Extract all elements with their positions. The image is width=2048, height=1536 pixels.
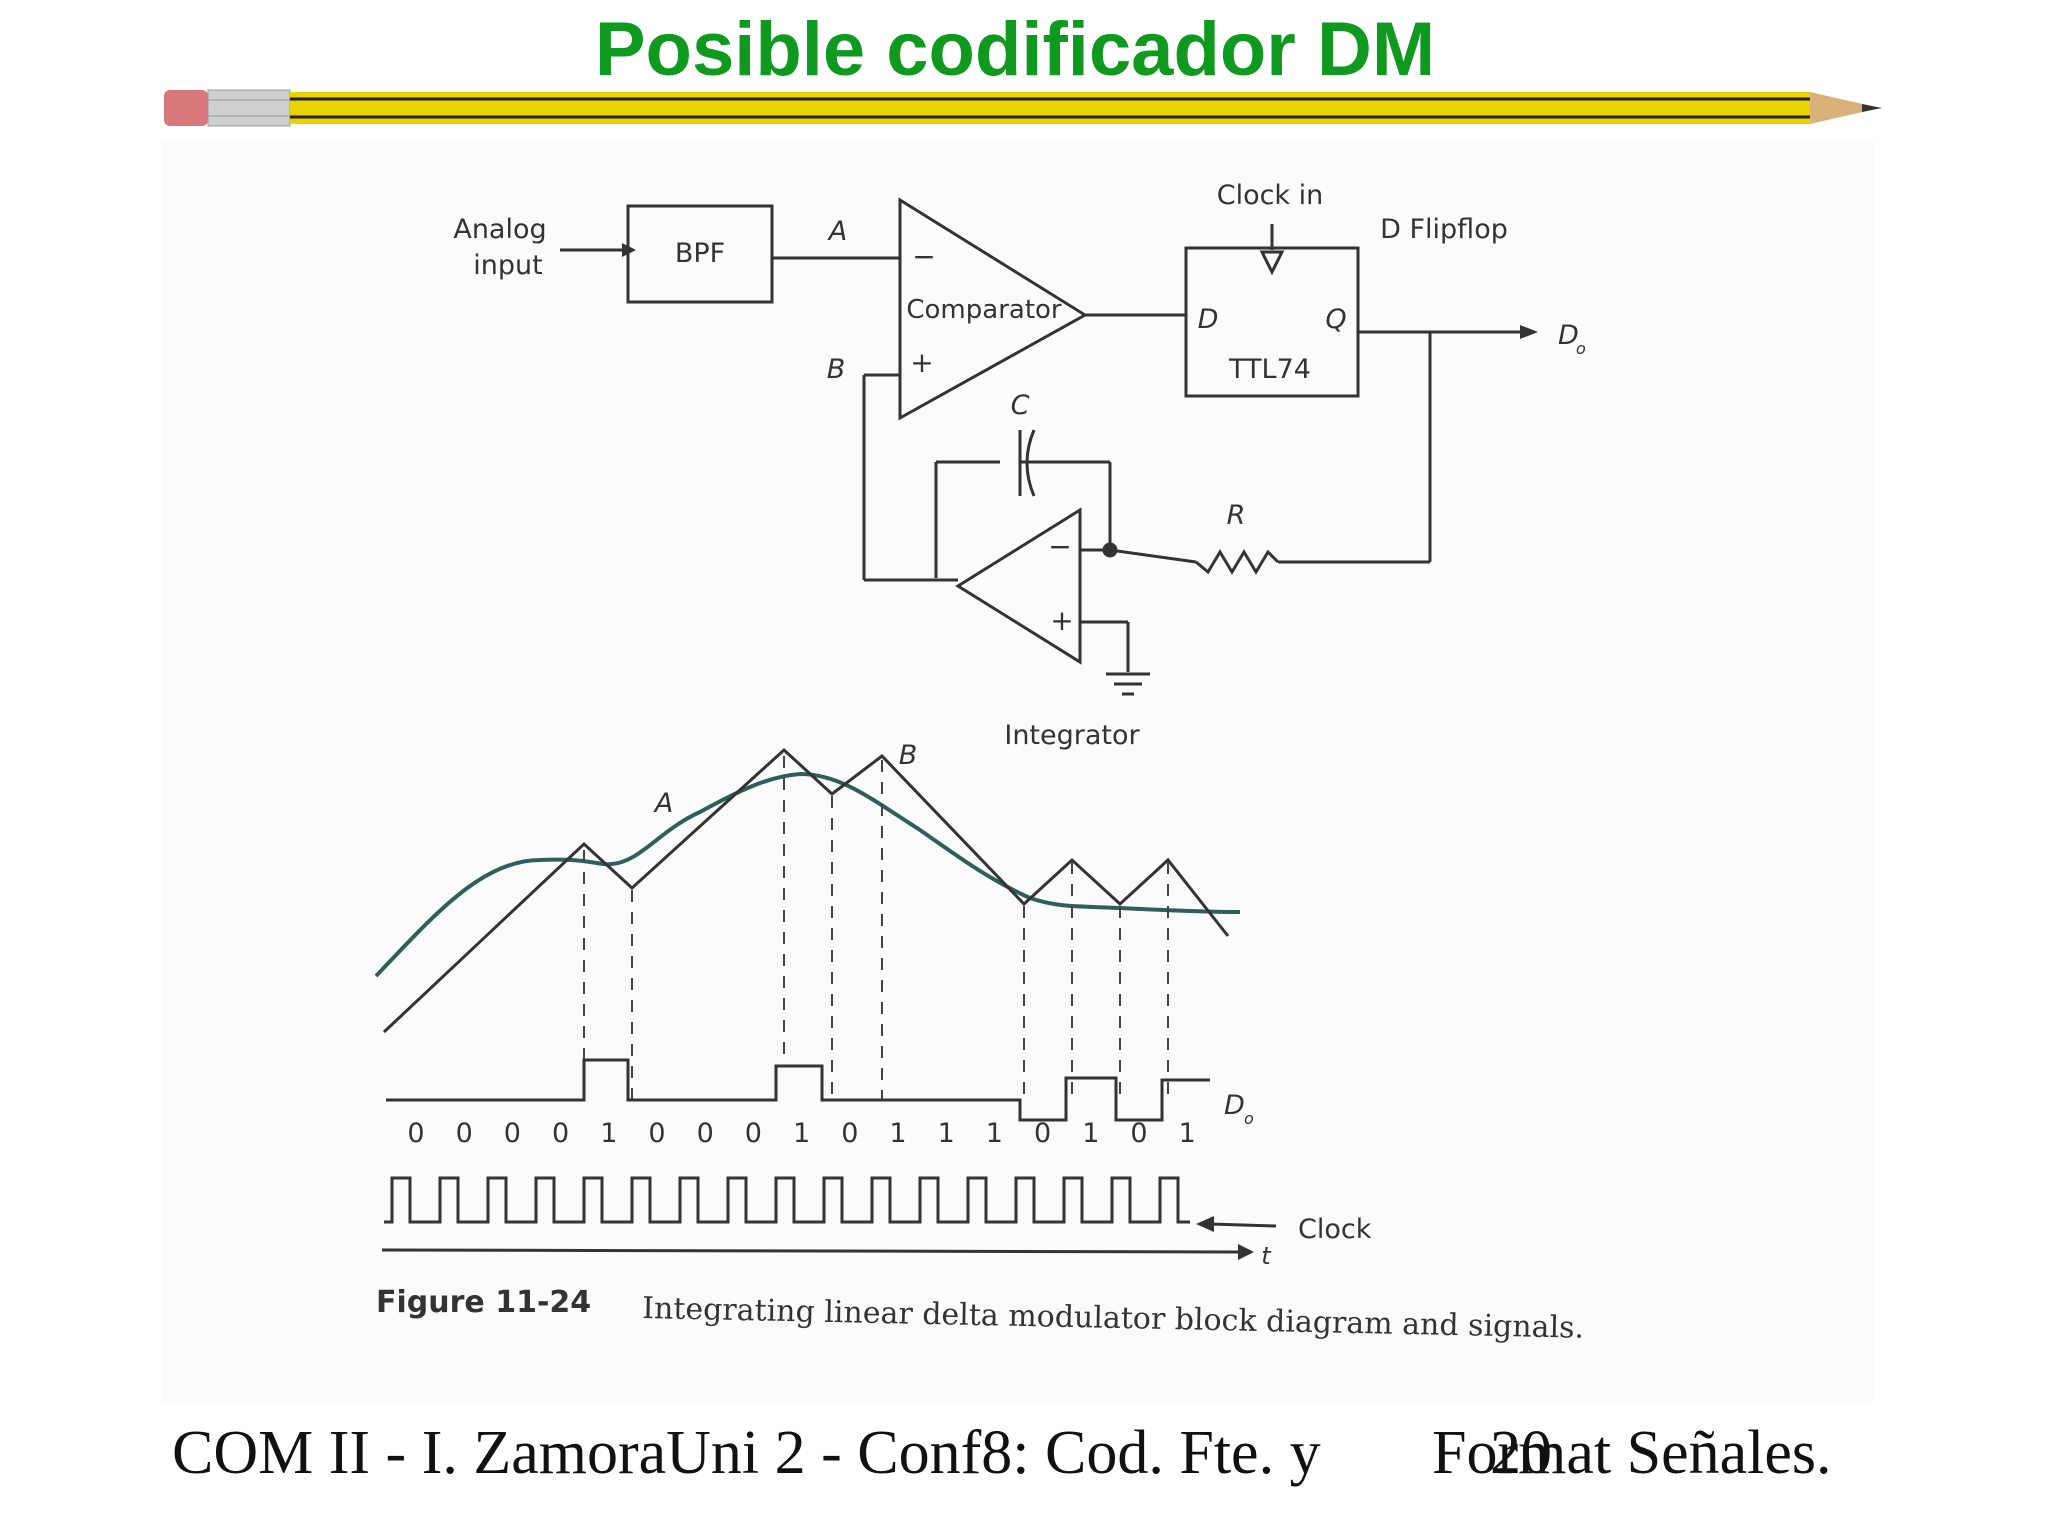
capacitor-label: C (1011, 390, 1030, 421)
comparator-label: Comparator (906, 295, 1062, 325)
bit-label: 0 (1130, 1118, 1147, 1149)
bit-label: 0 (648, 1118, 665, 1149)
clock-label: Clock (1298, 1214, 1372, 1245)
output-pulse-train (386, 1058, 1210, 1122)
pencil-eraser (164, 90, 208, 126)
bit-label: 1 (1082, 1118, 1099, 1149)
comparator-plus: + (910, 346, 933, 379)
bit-label: 1 (938, 1118, 955, 1149)
bit-label: 0 (504, 1118, 521, 1149)
bpf-block (626, 204, 774, 304)
integrator-plus: + (1050, 604, 1073, 637)
wave-output-sub: o (1244, 1109, 1254, 1128)
wave-label-a: A (653, 788, 673, 819)
integrator-opamp (955, 507, 1082, 665)
ff-d-label: D (1198, 304, 1219, 335)
footer-right: Format Señales. (1432, 1419, 1832, 1487)
waveforms (374, 747, 1277, 1260)
comparator-minus: − (912, 240, 935, 273)
bit-label: 0 (456, 1118, 473, 1149)
clock-waveform (384, 1176, 1190, 1224)
integrated-signal-b (382, 747, 1230, 1034)
comparator (898, 197, 1088, 421)
bit-label: 1 (1179, 1118, 1196, 1149)
ff-q-label: Q (1325, 304, 1346, 335)
pencil-tip (1810, 92, 1880, 124)
node-a-label: A (827, 216, 847, 247)
bit-label: 1 (793, 1118, 810, 1149)
bpf-label: BPF (675, 238, 725, 269)
node-b-label: B (827, 354, 846, 385)
time-label: t (1261, 1242, 1272, 1270)
output-arrow (1520, 325, 1538, 339)
analog-input-label-2: input (473, 250, 542, 281)
bit-label: 0 (745, 1118, 762, 1149)
resistor (1195, 549, 1280, 575)
bit-label: 0 (1034, 1118, 1051, 1149)
bit-label: 1 (600, 1118, 617, 1149)
output-label: D (1558, 320, 1579, 351)
wave-label-b: B (899, 740, 918, 771)
page-number: 20 (1490, 1419, 1552, 1487)
clock-in-label: Clock in (1217, 180, 1324, 211)
wave-output-label: D (1224, 1090, 1245, 1121)
time-axis (381, 1248, 1239, 1254)
output-label-sub: o (1576, 339, 1586, 358)
footer-left: COM II - I. ZamoraUni 2 - Conf8: Cod. Ft… (172, 1419, 1321, 1487)
analog-input-label: Analog (453, 214, 546, 245)
figure-background (162, 140, 1874, 1402)
bit-label: 0 (407, 1118, 424, 1149)
bit-label: 0 (697, 1118, 714, 1149)
analog-signal-a (374, 771, 1241, 978)
ff-part-label: TTL74 (1228, 354, 1311, 385)
bit-label: 0 (841, 1118, 858, 1149)
integrator-label: Integrator (1004, 720, 1140, 751)
slide-title: Posible codificador DM (594, 7, 1436, 92)
caption-figure: Figure 11-24 (376, 1285, 591, 1320)
pencil-divider (164, 89, 1882, 127)
integrator-minus: − (1048, 530, 1071, 563)
resistor-label: R (1227, 500, 1246, 531)
block-diagram (560, 197, 1538, 696)
pencil-body (290, 92, 1810, 124)
flipflop-title: D Flipflop (1380, 214, 1508, 245)
bit-label: 1 (889, 1118, 906, 1149)
pencil-ferrule (207, 89, 291, 127)
bit-label: 1 (986, 1118, 1003, 1149)
bit-label: 0 (552, 1118, 569, 1149)
